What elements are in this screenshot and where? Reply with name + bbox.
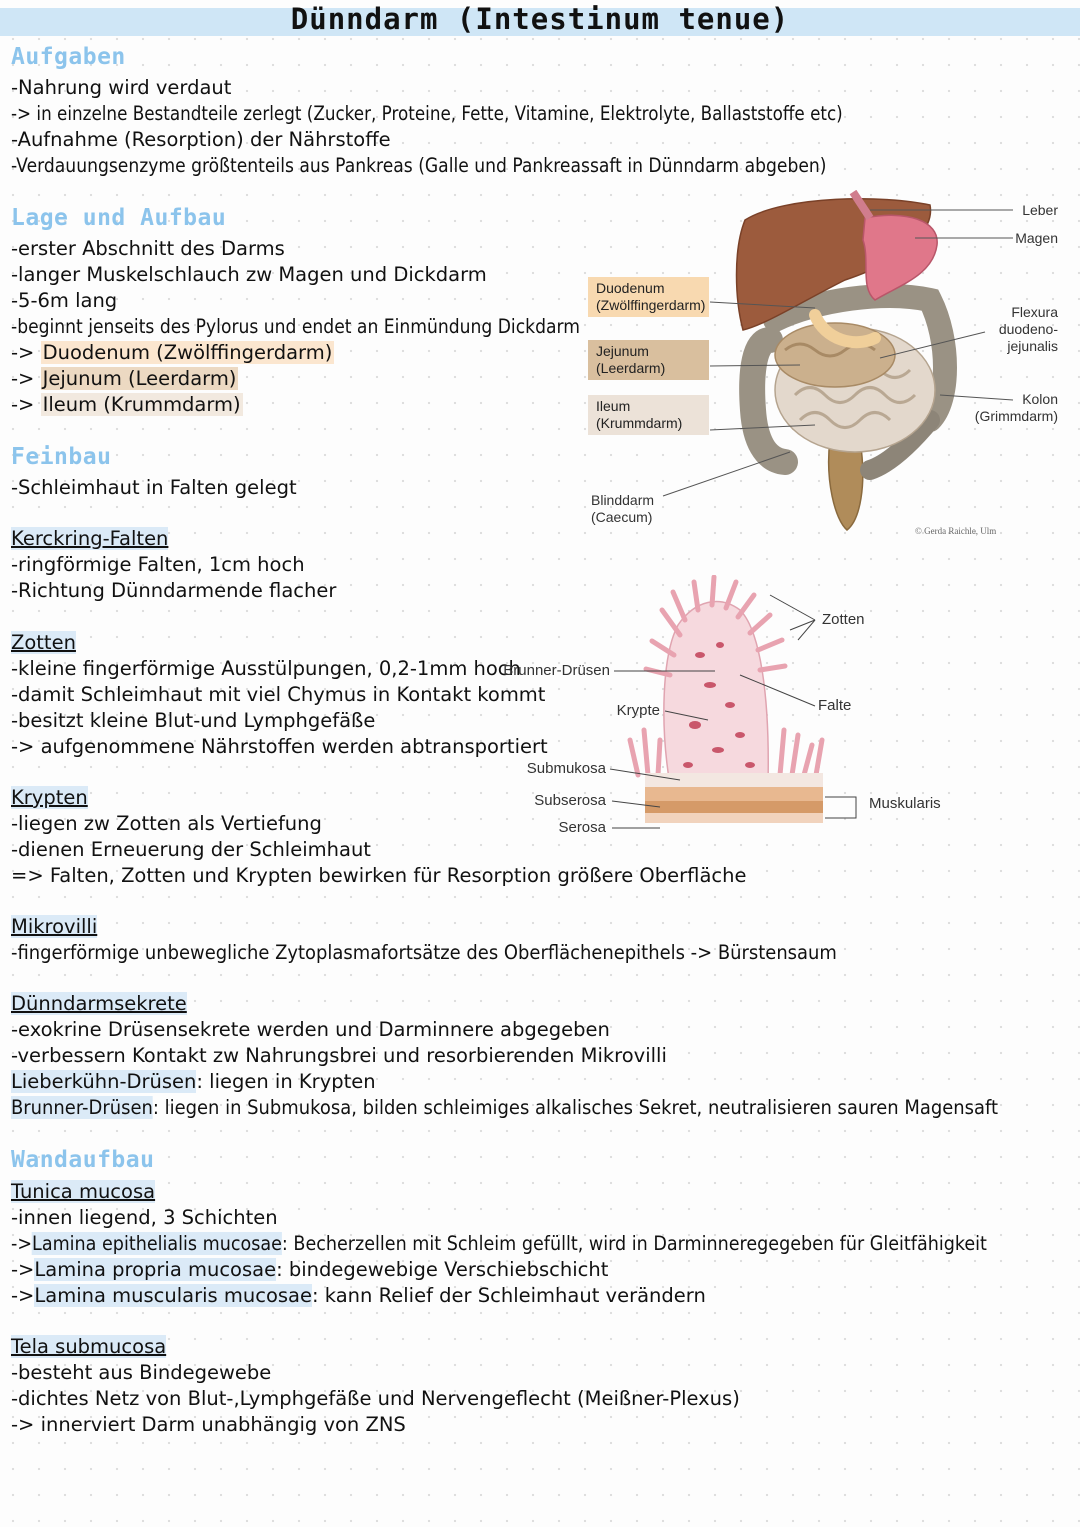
label-muskularis: Muskularis [869,795,941,812]
submucosa-line-2: -dichtes Netz von Blut-,Lymphgefäße und … [11,1387,740,1410]
aufgaben-line-3: -Aufnahme (Resorption) der Nährstoffe [11,128,391,151]
label-leber: Leber [1022,202,1058,218]
krypten-line-3: => Falten, Zotten und Krypten bewirken f… [11,864,747,887]
heading-sekrete: Dünndarmsekrete [11,992,187,1015]
zotten-line-1: -kleine fingerförmige Ausstülpungen, 0,2… [11,657,521,680]
krypten-line-1: -liegen zw Zotten als Vertiefung [11,812,322,835]
villi-illustration [609,575,857,829]
sekrete-line-2: -verbessern Kontakt zw Nahrungsbrei und … [11,1044,667,1067]
sekrete-line-1: -exokrine Drüsensekrete werden und Darmi… [11,1018,610,1041]
heading-aufgaben: Aufgaben [11,44,126,70]
heading-wandaufbau: Wandaufbau [11,1147,155,1173]
heading-tela-submucosa: Tela submucosa [11,1335,167,1358]
mucosa-line-1: -innen liegend, 3 Schichten [11,1206,278,1229]
label-magen: Magen [1015,230,1058,246]
mucosa-layer-2: ->Lamina propria mucosae: bindegewebige … [11,1258,609,1281]
lage-line-4: -beginnt jenseits des Pylorus und endet … [11,315,580,338]
box-ileum: Ileum (Krummdarm) [588,395,709,435]
copyright: © Gerda Raichle, Ulm [915,526,997,536]
label-brunner: Brunner-Drüsen [503,662,610,679]
heading-zotten: Zotten [11,631,76,654]
heading-krypten: Krypten [11,786,88,809]
digestive-tract-illustration [662,190,1014,531]
label-falte: Falte [818,697,852,714]
mucosa-layer-3: ->Lamina muscularis mucosae: kann Relief… [11,1284,706,1307]
feinbau-line-1: -Schleimhaut in Falten gelegt [11,476,297,499]
label-submukosa: Submukosa [526,760,606,777]
title-bar [0,8,1080,36]
box-duodenum: Duodenum (Zwölffingerdarm) [588,277,709,317]
zotten-line-3: -besitzt kleine Blut-und Lymphgefäße [11,709,376,732]
mucosa-layer-1: ->Lamina epithelialis mucosae: Becherzel… [11,1232,987,1255]
krypten-line-2: -dienen Erneuerung der Schleimhaut [11,838,371,861]
heading-lage: Lage und Aufbau [11,205,227,231]
aufgaben-line-4: -Verdauungsenzyme größtenteils aus Pankr… [11,154,827,177]
box-jejunum: Jejunum (Leerdarm) [588,340,709,380]
page-title: Dünndarm (Intestinum tenue) [290,2,790,36]
label-krypte: Krypte [616,702,660,719]
lage-line-2: -langer Muskelschlauch zw Magen und Dick… [11,263,487,286]
heading-kerckring: Kerckring-Falten [11,527,169,550]
mikrovilli-line-1: -fingerförmige unbewegliche Zytoplasmafo… [11,941,837,964]
submucosa-line-1: -besteht aus Bindegewebe [11,1361,272,1384]
gland-brunner: Brunner-Drüsen: liegen in Submukosa, bil… [11,1096,999,1119]
lage-line-3: -5-6m lang [11,289,118,312]
lage-part-ileum: -> Ileum (Krummdarm) [11,393,243,416]
label-kolon: Kolon (Grimmdarm) [974,391,1058,424]
zotten-line-4: -> aufgenommene Nährstoffen werden abtra… [11,735,548,758]
lage-line-1: -erster Abschnitt des Darms [11,237,285,260]
lage-part-jejunum: -> Jejunum (Leerdarm) [11,367,239,390]
heading-mikrovilli: Mikrovilli [11,915,98,938]
aufgaben-line-2: -> in einzelne Bestandteile zerlegt (Zuc… [11,102,843,125]
aufgaben-line-1: -Nahrung wird verdaut [11,76,232,99]
label-flexura: Flexura duodeno- jejunalis [998,304,1058,354]
heading-feinbau: Feinbau [11,444,112,470]
kerckring-line-1: -ringförmige Falten, 1cm hoch [11,553,305,576]
zotten-line-2: -damit Schleimhaut mit viel Chymus in Ko… [11,683,546,706]
heading-tunica-mucosa: Tunica mucosa [11,1180,156,1203]
label-serosa: Serosa [558,819,606,836]
gland-lieberkuehn: Lieberkühn-Drüsen: liegen in Krypten [11,1070,376,1093]
label-subserosa: Subserosa [534,792,606,809]
label-zotten: Zotten [822,611,865,628]
label-blinddarm: Blinddarm (Caecum) [591,492,655,525]
kerckring-line-2: -Richtung Dünndarmende flacher [11,579,337,602]
lage-part-duodenum: -> Duodenum (Zwölffingerdarm) [11,341,335,364]
submucosa-line-3: -> innerviert Darm unabhängig von ZNS [11,1413,406,1436]
